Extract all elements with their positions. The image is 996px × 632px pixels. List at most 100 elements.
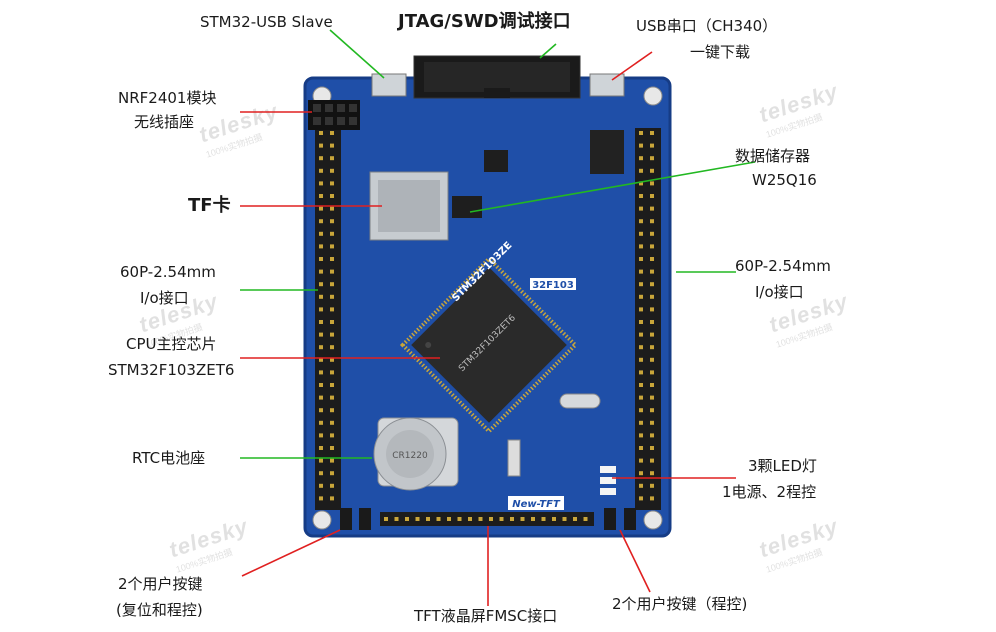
header-pin xyxy=(330,420,334,425)
nrf-socket xyxy=(308,100,360,130)
header-pin xyxy=(319,395,323,400)
header-pin xyxy=(330,307,334,312)
header-pin xyxy=(319,131,323,135)
user-button xyxy=(359,508,371,530)
header-pin xyxy=(394,517,399,521)
regulator-chip xyxy=(484,150,508,172)
header-pin xyxy=(330,294,334,299)
left-pin-header xyxy=(315,128,341,510)
header-pin xyxy=(319,433,323,438)
rtc-battery: CR1220 xyxy=(373,417,459,491)
header-pin xyxy=(330,370,334,375)
header-pin xyxy=(330,458,334,463)
header-pin xyxy=(330,219,334,224)
label-cpu: CPU主控芯片 xyxy=(126,335,217,353)
header-pin xyxy=(639,282,643,287)
label-nrf-socket: 无线插座 xyxy=(134,113,195,131)
header-pin xyxy=(330,408,334,413)
header-pin xyxy=(639,206,643,211)
header-pin xyxy=(436,517,441,521)
label-buttons-left-desc: (复位和程控) xyxy=(116,601,203,619)
label-led-desc: 1电源、2程控 xyxy=(722,483,817,501)
label-usb-serial: USB串口（CH340） xyxy=(636,17,778,35)
header-pin xyxy=(650,458,654,463)
header-pin xyxy=(330,320,334,324)
header-pin xyxy=(330,181,334,186)
header-pin xyxy=(319,446,323,450)
header-pin xyxy=(489,517,493,521)
header-pin xyxy=(330,471,334,476)
header-pin xyxy=(541,517,546,521)
header-pin xyxy=(457,517,462,521)
header-pin xyxy=(510,517,514,521)
tft-connector xyxy=(380,512,594,526)
header-pin xyxy=(650,269,654,274)
header-pin xyxy=(639,446,643,450)
header-pin xyxy=(319,496,323,501)
crystal xyxy=(559,393,601,409)
header-pin xyxy=(639,420,643,425)
header-pin xyxy=(319,307,323,312)
header-pin xyxy=(330,383,334,387)
jtag-connector xyxy=(413,55,581,99)
header-pin xyxy=(330,446,334,450)
header-pin xyxy=(639,168,643,173)
header-pin xyxy=(319,471,323,476)
label-cpu-model: STM32F103ZET6 xyxy=(108,361,235,379)
header-pin xyxy=(520,517,525,521)
header-pin xyxy=(639,370,643,375)
header-pin xyxy=(330,168,334,173)
header-pin xyxy=(650,181,654,186)
header-pin xyxy=(319,483,323,488)
right-pin-header xyxy=(635,128,661,510)
header-pin xyxy=(468,517,472,521)
header-pin xyxy=(639,194,643,198)
label-io-right-sub: I/o接口 xyxy=(755,283,804,301)
header-pin xyxy=(650,294,654,299)
header-pin xyxy=(639,408,643,413)
header-pin xyxy=(650,143,654,148)
label-usb-serial-download: 一键下载 xyxy=(690,43,751,61)
header-pin xyxy=(639,496,643,501)
label-led: 3颗LED灯 xyxy=(748,457,817,475)
svg-text:CR1220: CR1220 xyxy=(392,451,428,461)
label-buttons-right: 2个用户按键（程控) xyxy=(612,595,748,613)
header-pin xyxy=(639,383,643,387)
header-pin xyxy=(650,408,654,413)
header-pin xyxy=(319,257,323,261)
tft-label: New-TFT xyxy=(512,499,561,510)
mount-hole xyxy=(312,510,332,530)
header-pin xyxy=(650,483,654,488)
header-pin xyxy=(562,517,567,521)
label-io-left: 60P-2.54mm xyxy=(120,263,216,281)
header-pin xyxy=(415,517,420,521)
header-pin xyxy=(319,282,323,287)
w25q16-chip xyxy=(452,196,482,218)
header-pin xyxy=(639,244,643,249)
header-pin xyxy=(426,517,430,521)
header-pin xyxy=(583,517,588,521)
header-pin xyxy=(319,408,323,413)
header-pin xyxy=(639,231,643,236)
header-pin xyxy=(650,383,654,387)
header-pin xyxy=(650,471,654,476)
header-pin xyxy=(330,269,334,274)
header-pin xyxy=(330,345,334,350)
header-pin xyxy=(639,131,643,135)
header-pin xyxy=(319,383,323,387)
label-flash-model: W25Q16 xyxy=(752,171,817,189)
label-nrf: NRF2401模块 xyxy=(118,89,217,107)
header-pin xyxy=(650,420,654,425)
label-flash: 数据储存器 xyxy=(735,147,811,165)
header-pin xyxy=(330,131,334,135)
header-pin xyxy=(447,517,451,521)
led xyxy=(600,477,616,484)
header-pin xyxy=(330,395,334,400)
header-pin xyxy=(319,294,323,299)
header-pin xyxy=(650,206,654,211)
label-tft: TFT液晶屏FMSC接口 xyxy=(414,607,558,625)
usb-serial-connector xyxy=(589,73,625,97)
header-pin xyxy=(650,370,654,375)
header-pin xyxy=(650,156,654,161)
